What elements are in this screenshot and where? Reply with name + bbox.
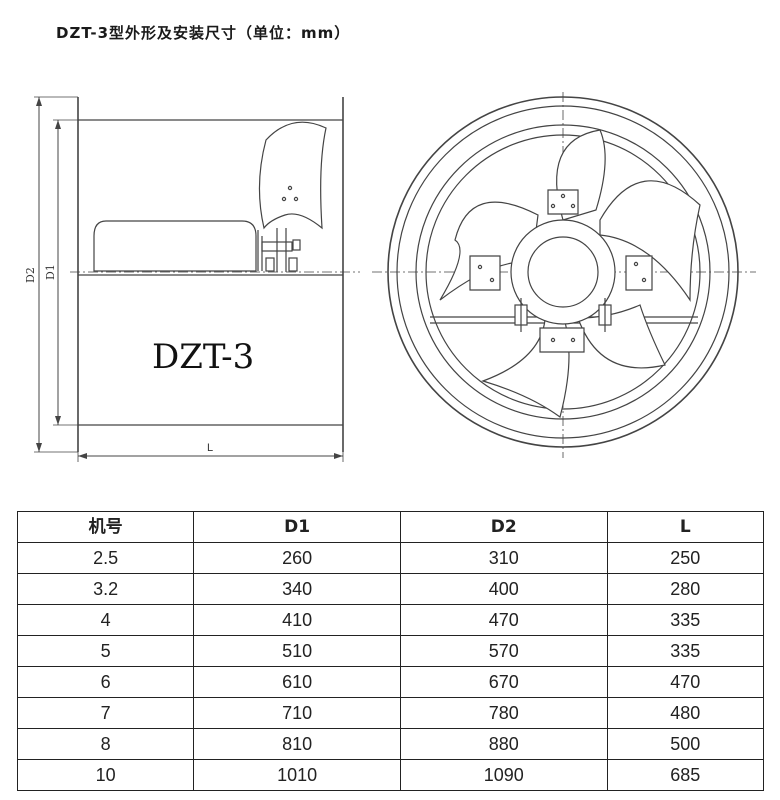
table-row: 5 510 570 335 [16,635,765,667]
col-header-l: L [606,511,765,543]
table-header-row: 机号 D1 D2 L [16,511,765,543]
dimension-table: 机号 D1 D2 L 2.5 260 310 250 3.2 340 400 2… [16,511,765,791]
table-row: 10 1010 1090 685 [16,759,765,791]
table-row: 8 810 880 500 [16,728,765,760]
cell-model: 4 [16,604,195,636]
cell-l: 500 [606,728,765,760]
col-header-model: 机号 [16,511,195,543]
cell-model: 10 [16,759,195,791]
cell-model: 3.2 [16,573,195,605]
cell-d2: 470 [399,604,608,636]
cell-l: 335 [606,635,765,667]
side-view [34,96,360,462]
cell-d2: 400 [399,573,608,605]
model-label: DZT-3 [152,337,254,377]
cell-d1: 260 [193,542,401,574]
table-row: 4 410 470 335 [16,604,765,636]
col-header-d2: D2 [399,511,608,543]
cell-d1: 340 [193,573,401,605]
cell-d1: 810 [193,728,401,760]
cell-d2: 570 [399,635,608,667]
cell-d2: 310 [399,542,608,574]
cell-d1: 410 [193,604,401,636]
cell-d2: 880 [399,728,608,760]
cell-d2: 1090 [399,759,608,791]
cell-d2: 780 [399,697,608,729]
dim-d1-label: D1 [44,264,57,280]
cell-l: 685 [606,759,765,791]
page-title: DZT-3型外形及安装尺寸（单位：mm） [56,24,351,42]
cell-l: 470 [606,666,765,698]
cell-model: 7 [16,697,195,729]
cell-model: 2.5 [16,542,195,574]
cell-d1: 1010 [193,759,401,791]
dim-l-label: L [207,442,213,454]
cell-d1: 610 [193,666,401,698]
col-header-d1: D1 [193,511,401,543]
front-view [372,92,756,458]
cell-d2: 670 [399,666,608,698]
cell-model: 8 [16,728,195,760]
table-row: 6 610 670 470 [16,666,765,698]
table-row: 2.5 260 310 250 [16,542,765,574]
table-row: 7 710 780 480 [16,697,765,729]
cell-l: 480 [606,697,765,729]
fan-drawing: DZT-3 D2 D1 L [24,92,756,462]
cell-d1: 510 [193,635,401,667]
cell-model: 5 [16,635,195,667]
dim-d2-label: D2 [24,267,37,283]
cell-model: 6 [16,666,195,698]
cell-l: 335 [606,604,765,636]
cell-l: 280 [606,573,765,605]
cell-d1: 710 [193,697,401,729]
table-row: 3.2 340 400 280 [16,573,765,605]
cell-l: 250 [606,542,765,574]
